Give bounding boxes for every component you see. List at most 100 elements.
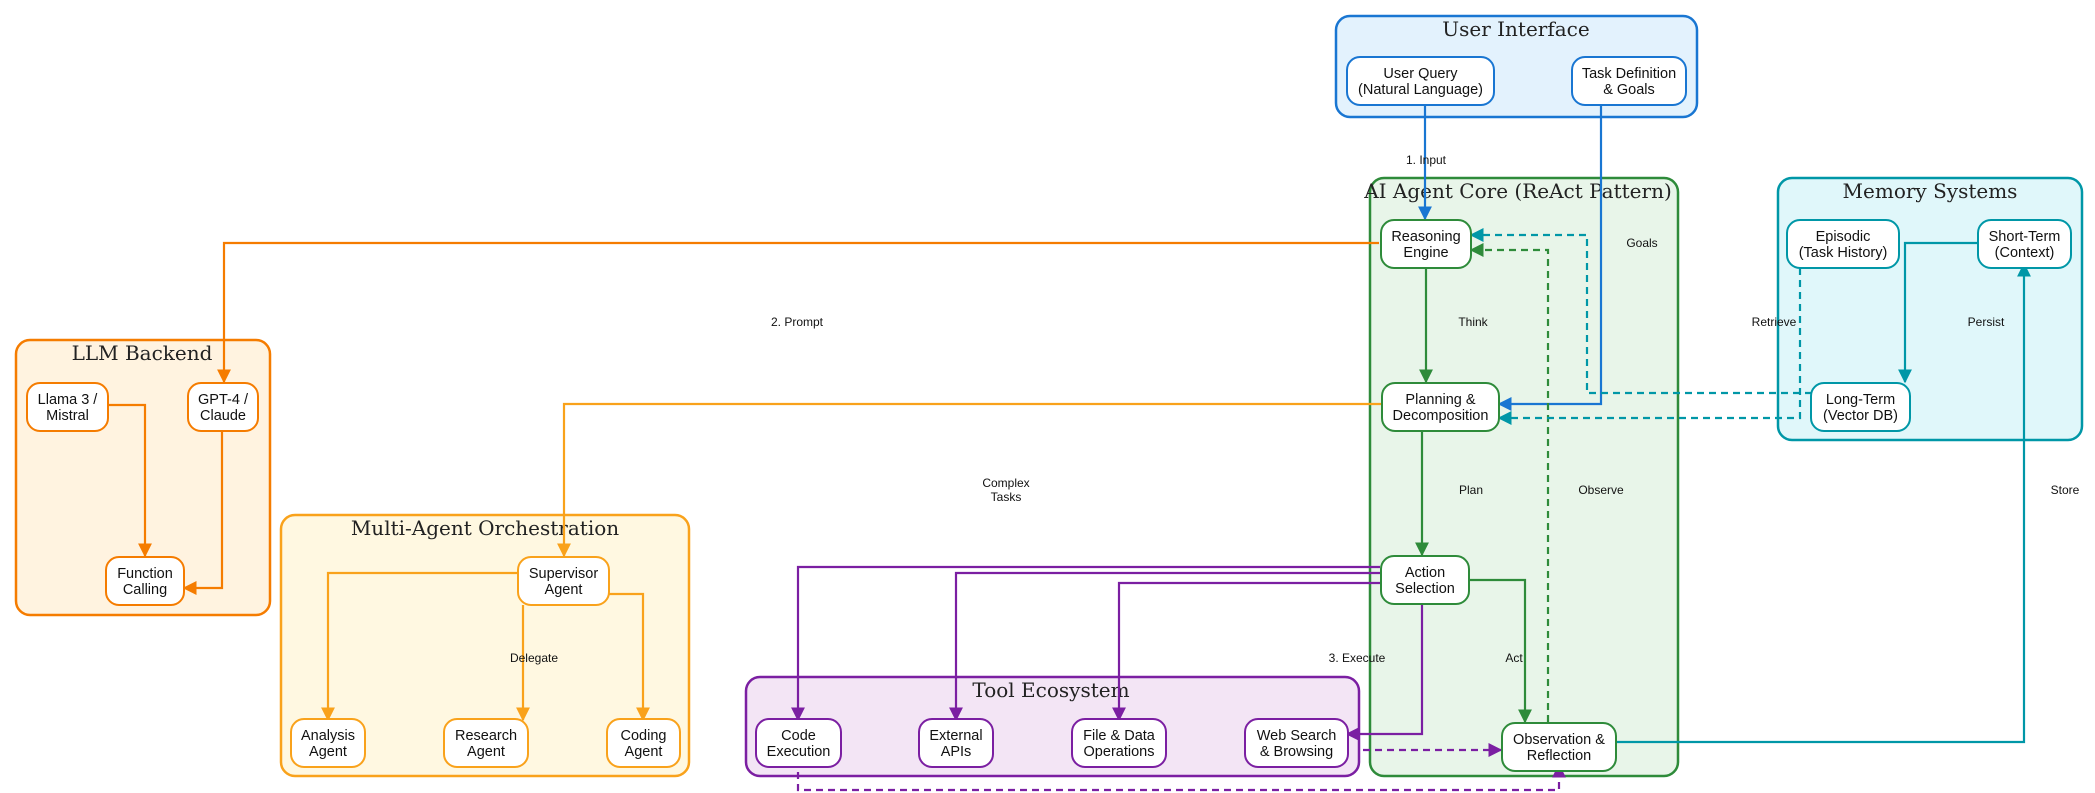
edge-label-prompt: 2. Prompt bbox=[771, 315, 824, 329]
edge-persist bbox=[1898, 241, 1977, 384]
edge-goals bbox=[1497, 101, 1603, 411]
edges bbox=[104, 101, 2031, 792]
node-observation-box bbox=[1501, 722, 1617, 772]
node-supervisor-box bbox=[517, 556, 610, 606]
edge-observe bbox=[1469, 243, 1550, 722]
edge-supervisor-coding bbox=[606, 592, 650, 722]
node-observation: Observation &Reflection bbox=[1501, 722, 1617, 772]
edge-label-plan: Plan bbox=[1459, 483, 1483, 497]
node-planning-box bbox=[1381, 382, 1500, 432]
node-gpt4-box bbox=[187, 382, 259, 432]
node-user-query-box bbox=[1346, 56, 1495, 106]
node-planning-label: Planning &Decomposition bbox=[1393, 392, 1489, 424]
edge-execute-code bbox=[791, 565, 1380, 722]
node-function-calling-box bbox=[105, 556, 185, 606]
edge-label-act: Act bbox=[1505, 651, 1523, 665]
node-task-def-box bbox=[1571, 56, 1687, 106]
clusters: User Interface AI Agent Core (ReAct Patte… bbox=[14, 14, 2084, 778]
node-external-apis-box bbox=[918, 718, 994, 768]
edge-execute-web bbox=[1345, 605, 1424, 741]
edge-llama-function bbox=[104, 403, 152, 558]
edge-label-delegate: Delegate bbox=[510, 651, 558, 665]
node-llama-label: Llama 3 /Mistral bbox=[38, 392, 99, 424]
edge-label-input: 1. Input bbox=[1406, 153, 1447, 167]
cluster-core-title: AI Agent Core (ReAct Pattern) bbox=[1363, 179, 1672, 203]
node-short-term-box bbox=[1977, 219, 2072, 269]
node-task-def-label: Task Definition& Goals bbox=[1582, 66, 1676, 98]
edge-tool-code-observation bbox=[796, 763, 1566, 792]
edge-execute-apis bbox=[949, 571, 1380, 722]
edge-act bbox=[1469, 578, 1532, 724]
cluster-multi-title: Multi-Agent Orchestration bbox=[351, 516, 619, 540]
edge-execute-files bbox=[1112, 581, 1380, 722]
cluster-ui-title: User Interface bbox=[1442, 17, 1589, 41]
edge-label-think: Think bbox=[1458, 315, 1488, 329]
node-user-query-label: User Query(Natural Language) bbox=[1358, 66, 1483, 98]
node-long-term-label: Long-Term(Vector DB) bbox=[1823, 392, 1898, 424]
node-llama-box bbox=[26, 382, 109, 432]
node-coding-box bbox=[606, 718, 681, 768]
node-research-box bbox=[443, 718, 529, 768]
node-long-term: Long-Term(Vector DB) bbox=[1810, 382, 1911, 432]
node-action-box bbox=[1380, 555, 1470, 605]
node-short-term: Short-Term(Context) bbox=[1977, 219, 2072, 269]
nodes: User Query(Natural Language) Task Definit… bbox=[26, 56, 2072, 772]
node-long-term-box bbox=[1810, 382, 1911, 432]
node-short-term-label: Short-Term(Context) bbox=[1989, 229, 2061, 261]
node-web-search: Web Search& Browsing bbox=[1244, 718, 1349, 768]
node-file-ops-box bbox=[1071, 718, 1167, 768]
node-gpt4-label: GPT-4 /Claude bbox=[198, 392, 249, 424]
node-user-query: User Query(Natural Language) bbox=[1346, 56, 1495, 106]
node-reasoning-box bbox=[1380, 219, 1472, 269]
cluster-tool: Tool Ecosystem bbox=[744, 675, 1361, 778]
node-gpt4: GPT-4 /Claude bbox=[187, 382, 259, 432]
node-episodic-label: Episodic(Task History) bbox=[1799, 229, 1888, 261]
edge-retrieve-planning bbox=[1497, 268, 1802, 425]
node-episodic: Episodic(Task History) bbox=[1786, 219, 1900, 269]
edge-store bbox=[1617, 262, 2031, 744]
node-analysis-box bbox=[290, 718, 366, 768]
cluster-tool-title: Tool Ecosystem bbox=[972, 678, 1129, 702]
edge-label-goals: Goals bbox=[1626, 236, 1657, 250]
node-code-exec-box bbox=[755, 718, 842, 768]
edge-gpt4-function bbox=[182, 426, 224, 595]
node-web-search-box bbox=[1244, 718, 1349, 768]
node-task-def: Task Definition& Goals bbox=[1571, 56, 1687, 106]
cluster-tool-box bbox=[744, 675, 1361, 778]
edge-retrieve-reasoning bbox=[1469, 228, 1812, 395]
node-web-search-label: Web Search& Browsing bbox=[1257, 728, 1337, 760]
edge-prompt bbox=[217, 241, 1379, 384]
edge-label-retrieve: Retrieve bbox=[1752, 315, 1797, 329]
cluster-memory-title: Memory Systems bbox=[1843, 179, 2018, 203]
node-episodic-box bbox=[1786, 219, 1900, 269]
edge-label-persist: Persist bbox=[1968, 315, 2005, 329]
node-observation-label: Observation &Reflection bbox=[1513, 732, 1605, 764]
edge-label-store: Store bbox=[2051, 483, 2080, 497]
edge-complex-tasks bbox=[557, 402, 1382, 558]
node-planning: Planning &Decomposition bbox=[1381, 382, 1500, 432]
cluster-llm-title: LLM Backend bbox=[72, 341, 213, 365]
edge-supervisor-analysis bbox=[321, 571, 520, 722]
